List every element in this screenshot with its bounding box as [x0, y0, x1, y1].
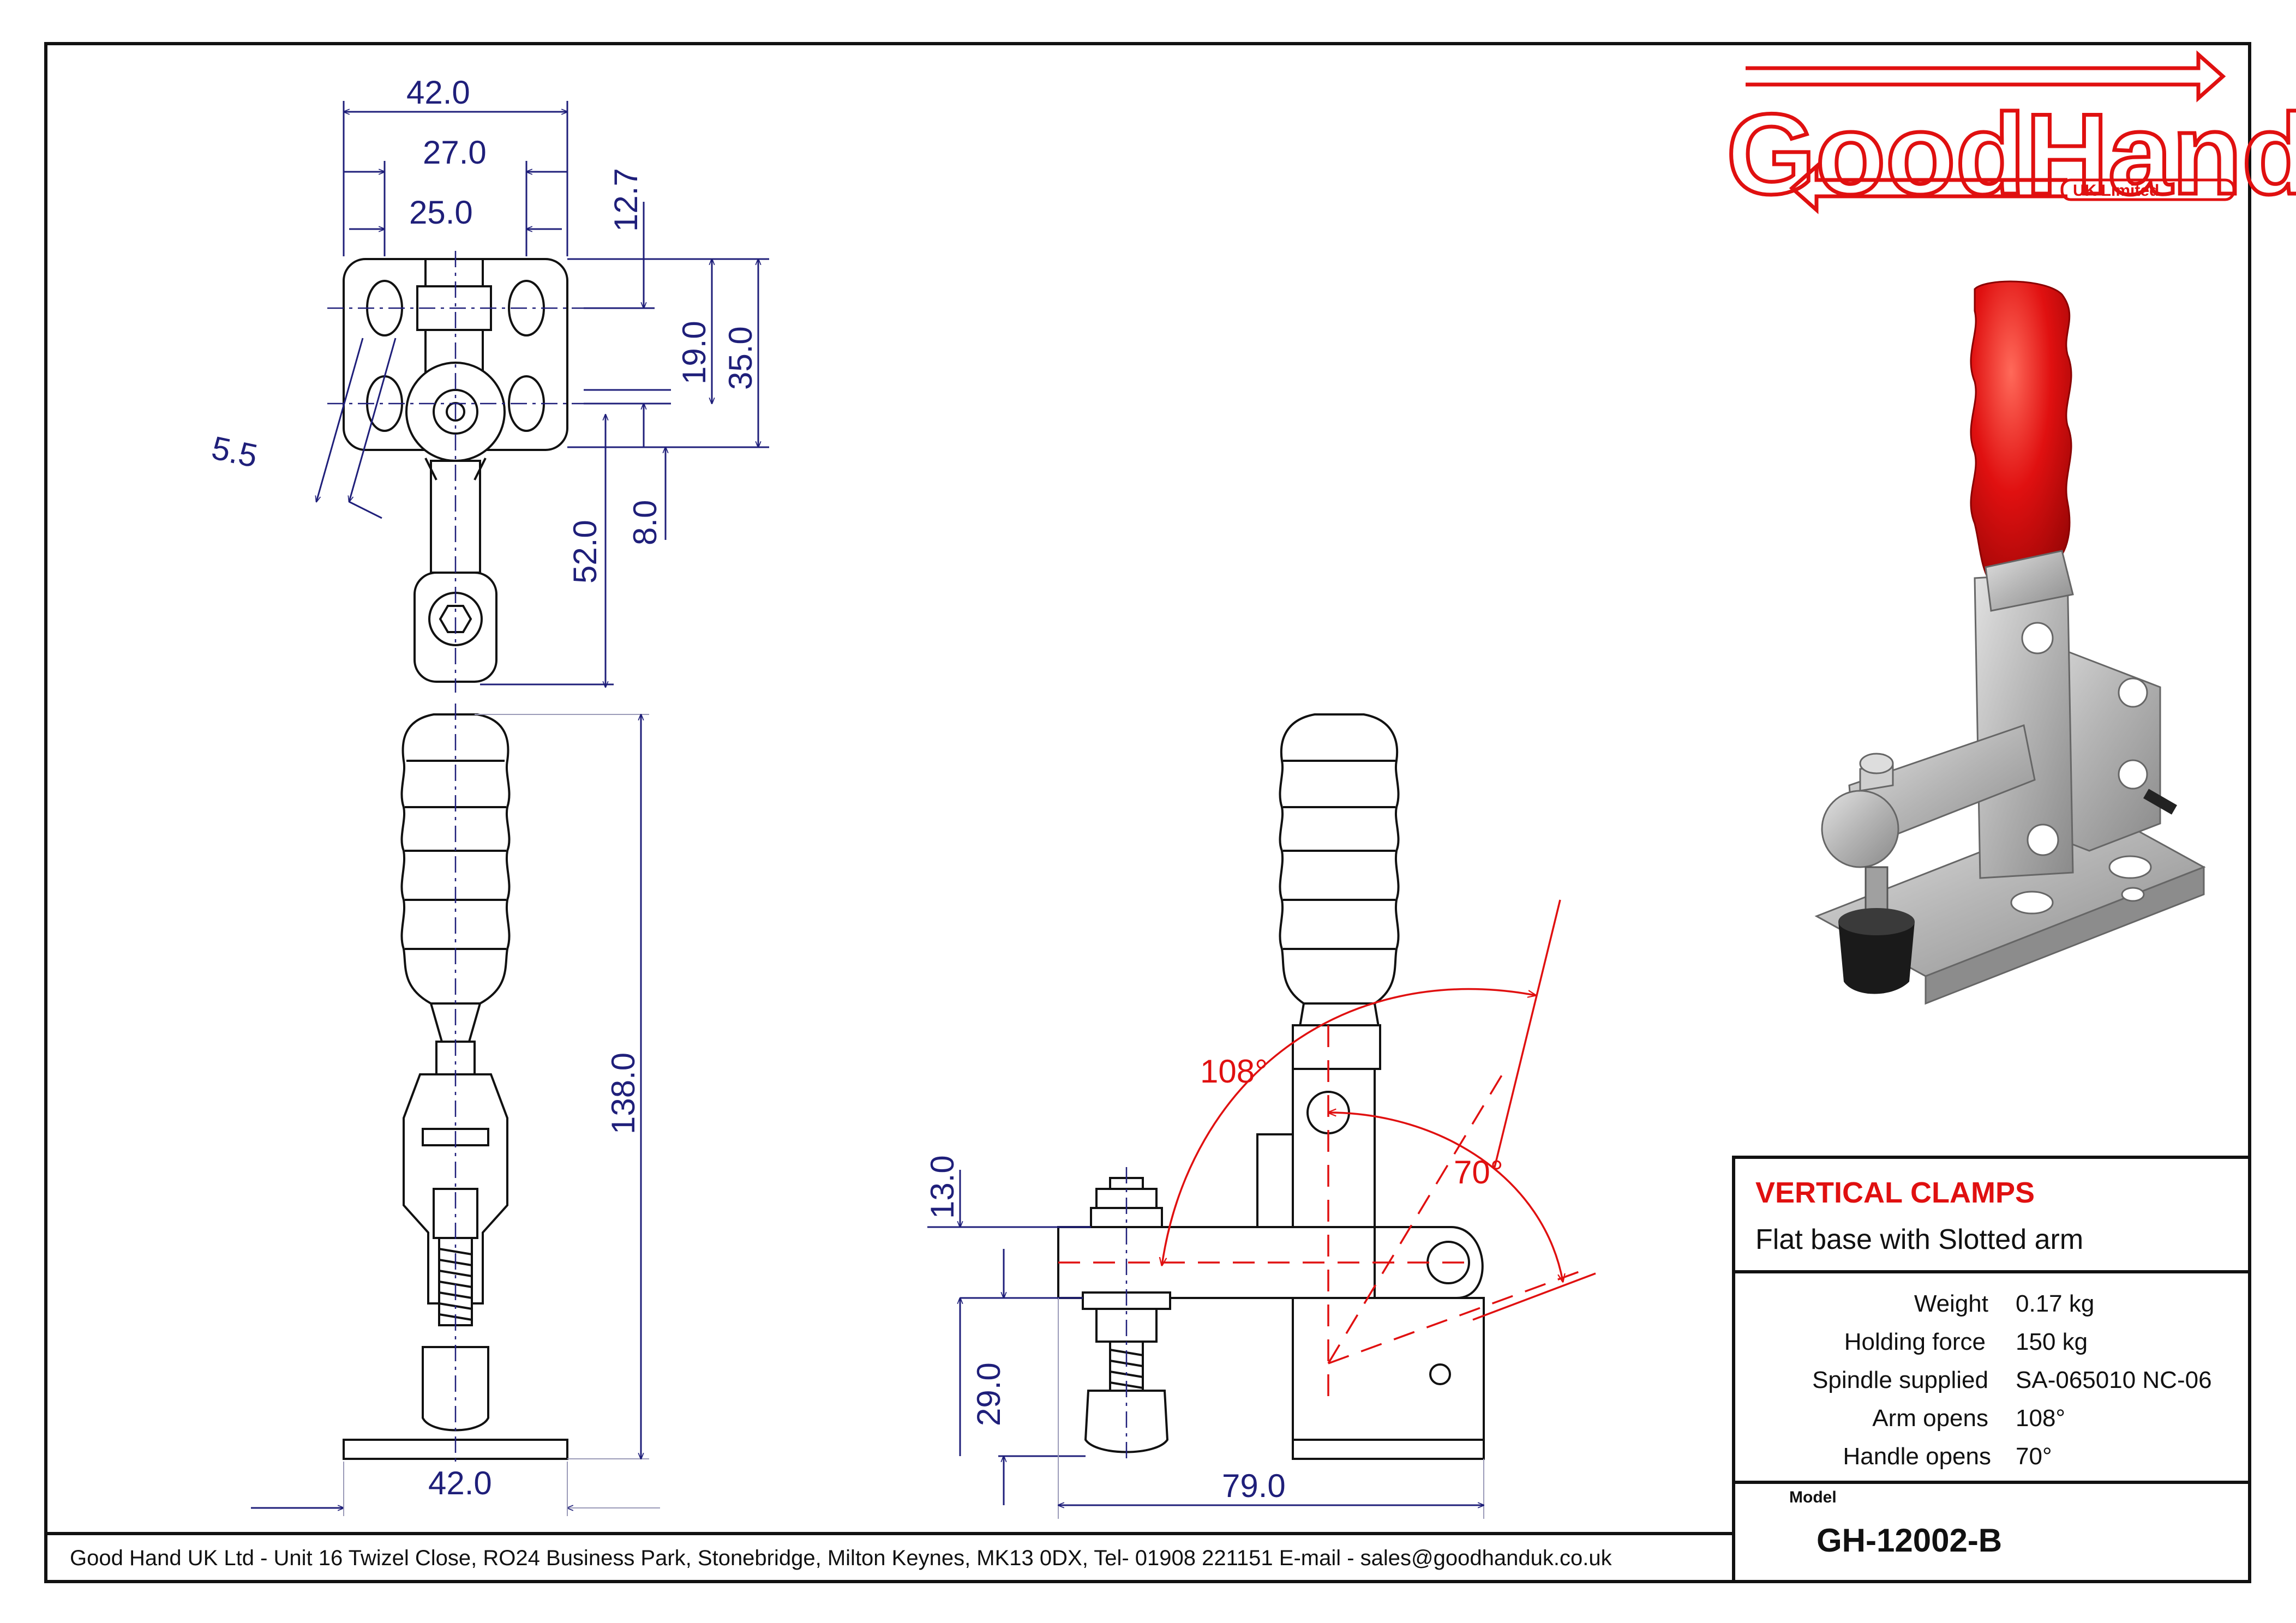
spec-value-arm-opens: 108° [2016, 1405, 2065, 1432]
title-block: VERTICAL CLAMPS Flat base with Slotted a… [1732, 1156, 2251, 1583]
dim-side-79: 79.0 [1222, 1468, 1286, 1504]
footer-address: Good Hand UK Ltd - Unit 16 Twizel Close,… [70, 1546, 1612, 1570]
logo-arrow-top [1746, 50, 2226, 103]
goodhand-logo: GoodHand UK Limited [1725, 50, 2296, 220]
logo-sub: UK Limited [2073, 182, 2159, 200]
side-view-grip [1279, 713, 1400, 1005]
dim-side-13: 13.0 [924, 1155, 961, 1219]
top-view: 42.0 27.0 25.0 12.7 19.0 35.0 5.5 8.0 52… [208, 74, 769, 693]
spec-value-handle-opens: 70° [2016, 1443, 2052, 1470]
side-view-bracket [1292, 1297, 1485, 1441]
spec-label-spindle: Spindle supplied [1812, 1367, 1988, 1393]
side-view: 108° 70° 13.0 29.0 79.0 [924, 713, 1596, 1519]
model-label: Model [1789, 1488, 1837, 1506]
front-view: 138.0 42.0 [251, 704, 660, 1516]
logo-badge [2060, 178, 2235, 201]
dim-top-h3: 35.0 [722, 326, 759, 390]
spec-value-holding-force: 150 kg [2016, 1329, 2088, 1355]
spec-label-handle-opens: Handle opens [1843, 1443, 1991, 1470]
dim-top-inner: 27.0 [423, 134, 487, 171]
product-render [1814, 280, 2206, 1005]
spec-label-weight: Weight [1914, 1290, 1988, 1317]
angle-arm-opens: 108° [1200, 1053, 1268, 1090]
dim-top-slot: 25.0 [409, 194, 473, 231]
logo-arrow-bottom [1789, 162, 2067, 214]
dim-side-29: 29.0 [970, 1362, 1007, 1426]
dim-top-h2: 19.0 [676, 321, 712, 384]
model-number: GH-12002-B [1817, 1522, 2002, 1559]
spec-label-arm-opens: Arm opens [1872, 1405, 1988, 1432]
sheet-border [44, 42, 2251, 1583]
dim-top-hole: 5.5 [208, 429, 261, 474]
dim-top-h1: 12.7 [608, 168, 644, 232]
title-block-title: VERTICAL CLAMPS [1755, 1176, 2035, 1209]
spec-value-spindle: SA-065010 NC-06 [2016, 1367, 2212, 1393]
dim-top-h4: 8.0 [627, 500, 663, 545]
dim-top-width: 42.0 [406, 74, 470, 111]
angle-handle-opens: 70° [1454, 1154, 1503, 1191]
dim-top-reach: 52.0 [567, 520, 603, 584]
spec-value-weight: 0.17 kg [2016, 1290, 2094, 1317]
title-block-subtitle: Flat base with Slotted arm [1755, 1224, 2083, 1255]
dim-front-height: 138.0 [605, 1053, 642, 1134]
product-red-grip [1970, 280, 2072, 585]
dim-front-base: 42.0 [428, 1465, 492, 1501]
spec-label-holding-force: Holding force [1844, 1329, 1986, 1355]
